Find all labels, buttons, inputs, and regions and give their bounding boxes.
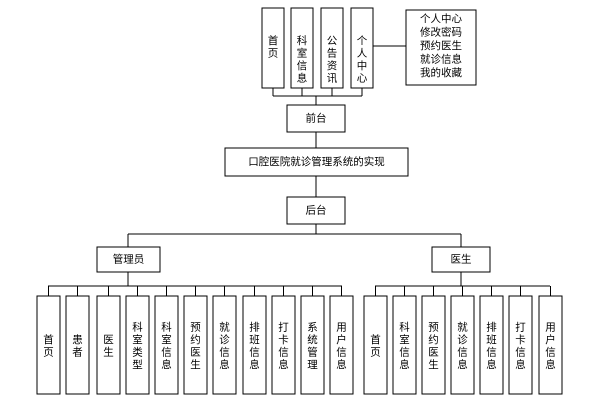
personal-center-detail-text: 个人中心修改密码预约医生就诊信息我的收藏 [420,12,462,79]
module-label-a-sysmgmt: 系统管理 [307,321,318,371]
module-a-doctor: 医生 [96,295,121,395]
module-d-appoint: 预约医生 [421,295,446,395]
module-label-a-patient: 患者 [72,334,83,359]
module-a-depttype: 科室类型 [125,295,150,395]
module-a-deptinfo: 科室信息 [154,295,179,395]
personal-center-detail-box: 个人中心修改密码预约医生就诊信息我的收藏 [405,9,477,86]
doctor-node: 医生 [431,246,491,273]
module-a-visit: 就诊信息 [212,295,237,395]
module-a-home: 首页 [36,295,61,395]
module-a-shift: 排班信息 [242,295,267,395]
module-label-d-clock: 打卡信息 [515,320,526,371]
module-label-d-visit: 就诊信息 [457,320,468,371]
module-a-users: 用户信息 [329,295,354,395]
module-label-a-visit: 就诊信息 [219,320,230,371]
module-a-clock: 打卡信息 [271,295,296,395]
system-node: 口腔医院就诊管理系统的实现 [224,147,409,177]
module-d-visit: 就诊信息 [450,295,475,395]
module-label-a-home: 首页 [43,333,54,359]
module-label-a-appoint: 预约医生 [190,321,201,371]
module-label-a-users: 用户信息 [336,321,347,371]
admin-node: 管理员 [96,246,161,273]
front-node-label: 前台 [306,112,327,125]
front-module-group: 首页 科室信息 公告资讯 个人中心 [261,7,374,89]
front-node: 前台 [286,104,346,133]
module-label-f-home: 首页 [268,34,279,60]
module-label-d-appoint: 预约医生 [428,321,439,371]
module-label-f-personal: 个人中心 [357,35,368,85]
module-a-patient: 患者 [65,295,90,395]
module-d-home: 首页 [363,295,388,395]
back-node: 后台 [286,196,346,225]
module-d-shift: 排班信息 [479,295,504,395]
module-f-personal: 个人中心 [350,7,374,89]
module-label-a-clock: 打卡信息 [278,320,289,371]
module-label-a-deptinfo: 科室信息 [161,320,172,371]
module-d-clock: 打卡信息 [508,295,533,395]
module-label-f-news: 公告资讯 [327,35,338,85]
module-d-deptinfo: 科室信息 [392,295,417,395]
admin-node-label: 管理员 [113,253,145,266]
module-label-a-shift: 排班信息 [249,320,260,371]
doctor-node-label: 医生 [451,253,472,266]
connector-lines [48,45,551,296]
module-label-d-users: 用户信息 [545,321,556,371]
back-node-label: 后台 [306,204,327,217]
module-f-home: 首页 [261,7,285,89]
doctor-module-group: 首页 科室信息 预约医生 就诊信息 排班信息 打卡信息 用户信息 [363,295,563,395]
module-d-users: 用户信息 [538,295,563,395]
module-label-a-doctor: 医生 [103,334,114,359]
system-node-label: 口腔医院就诊管理系统的实现 [248,155,385,168]
module-f-news: 公告资讯 [320,7,344,89]
module-label-d-deptinfo: 科室信息 [399,320,410,371]
module-label-a-depttype: 科室类型 [132,320,143,371]
module-f-dept: 科室信息 [290,7,314,89]
module-a-sysmgmt: 系统管理 [300,295,325,395]
module-label-d-home: 首页 [370,333,381,359]
module-label-d-shift: 排班信息 [486,320,497,371]
module-a-appoint: 预约医生 [183,295,208,395]
module-label-f-dept: 科室信息 [297,34,308,85]
